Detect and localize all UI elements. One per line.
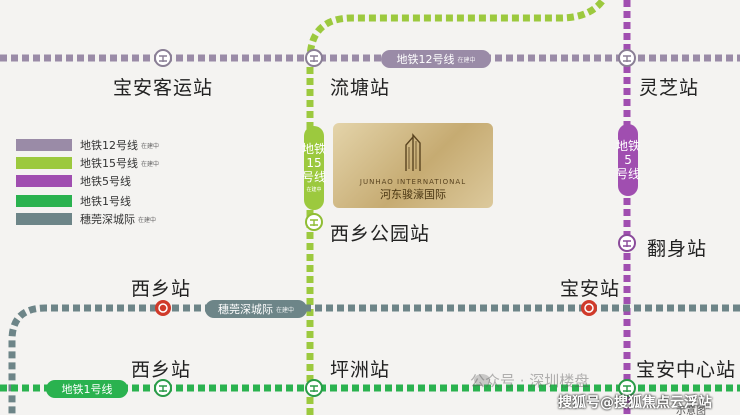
station-label-lingzhi: 灵芝站 (639, 77, 700, 99)
legend-swatch (16, 213, 72, 225)
caption: 搜狐号@搜狐焦点云浮站 (558, 395, 712, 411)
legend-swatch (16, 195, 72, 207)
project-name-en: JUNHAO INTERNATIONAL (359, 178, 467, 186)
legend-note: 在建中 (141, 160, 160, 168)
legend-label: 地铁1号线 (80, 195, 131, 208)
metro-icon-liutang (305, 49, 323, 67)
station-label-xixiang-park: 西乡公园站 (330, 223, 431, 245)
station-label-baoan-center: 宝安中心站 (636, 359, 737, 381)
metro-icon-lingzhi (618, 49, 636, 67)
intercity-pill: 穗莞深城际在建中 (205, 300, 307, 318)
metro-icon-fanshen (618, 234, 636, 252)
station-label-baoan-keyun: 宝安客运站 (113, 77, 214, 99)
legend-note: 在建中 (141, 142, 160, 150)
legend-item: 地铁1号线 (16, 195, 131, 208)
line5-pill: 地铁 5 号线 (616, 124, 640, 196)
legend-note: 在建中 (138, 216, 157, 224)
building-logo-icon (405, 133, 421, 171)
line15-route (306, 0, 606, 415)
legend-label: 地铁12号线 (80, 139, 138, 152)
metro-icon-xixiang-lower (154, 379, 172, 397)
schematic-note: 示意图 (676, 406, 706, 415)
legend-item: 地铁15号线在建中 (16, 157, 160, 170)
metro-icon-xixiang-park (305, 213, 323, 231)
station-label-liutang: 流塘站 (330, 77, 391, 99)
legend-swatch (16, 139, 72, 151)
station-label-pingzhou: 坪洲站 (330, 359, 391, 381)
project-card: JUNHAO INTERNATIONAL 河东骏濠国际 (333, 123, 493, 208)
legend-label: 穗莞深城际 (80, 213, 135, 226)
station-label-xixiang-upper: 西乡站 (131, 278, 192, 300)
line12-pill: 地铁12号线在建中 (381, 50, 491, 68)
legend-item: 地铁12号线在建中 (16, 139, 160, 152)
legend-label: 地铁5号线 (80, 175, 131, 188)
metro-icon-baoan-keyun (154, 49, 172, 67)
metro-icon-baoan-center (618, 379, 636, 397)
legend-swatch (16, 175, 72, 187)
station-label-xixiang-lower: 西乡站 (131, 359, 192, 381)
watermark: 公众号 · 深圳楼盘 (470, 372, 590, 390)
legend-item: 穗莞深城际在建中 (16, 213, 157, 226)
legend-item: 地铁5号线 (16, 175, 131, 188)
legend-label: 地铁15号线 (80, 157, 138, 170)
rail-icon-xixiang (155, 300, 171, 316)
station-label-baoan: 宝安站 (560, 278, 621, 300)
wechat-icon (474, 374, 490, 386)
intercity-route (8, 304, 740, 415)
metro-icon-pingzhou (305, 379, 323, 397)
line15-pill: 地铁 15 号线在建中 (302, 126, 326, 210)
rail-icon-baoan (581, 300, 597, 316)
legend-swatch (16, 157, 72, 169)
station-label-fanshen: 翻身站 (647, 238, 708, 260)
line1-pill: 地铁1号线 (46, 380, 128, 398)
project-name-cn: 河东骏濠国际 (380, 188, 446, 201)
